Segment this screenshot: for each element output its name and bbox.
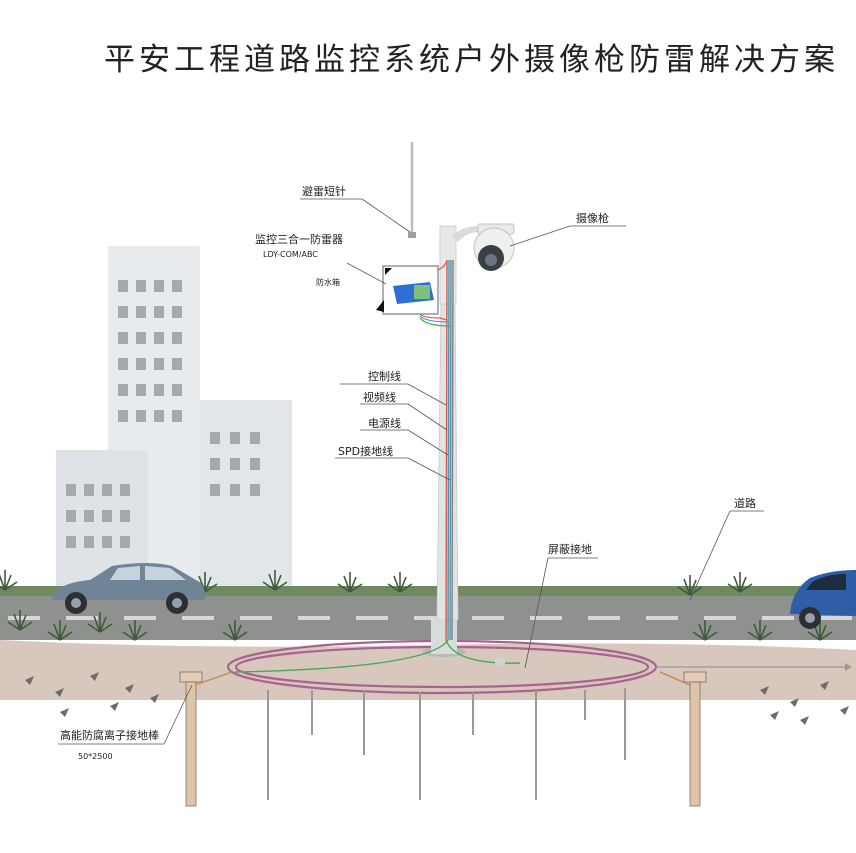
label-lightning-rod: 避雷短针 xyxy=(302,184,346,198)
surge-arrester-icon xyxy=(376,259,452,327)
ground-rod-icon xyxy=(683,671,707,807)
lightning-rod-icon xyxy=(408,142,416,238)
ground-rod-icon xyxy=(179,671,203,807)
label-waterproof-box: 防水箱 xyxy=(316,277,340,287)
label-ground-rod: 高能防腐离子接地棒 xyxy=(60,728,159,742)
grass xyxy=(0,570,833,641)
page-title: 平安工程道路监控系统户外摄像枪防雷解决方案 xyxy=(104,42,839,78)
label-spd-ground-line: SPD接地线 xyxy=(338,444,393,458)
dome-camera-icon xyxy=(473,223,515,271)
camera-pole xyxy=(234,225,521,673)
label-arrester-model: LDY-COM/ABC xyxy=(263,250,318,259)
road-surface xyxy=(0,586,856,700)
label-road: 道路 xyxy=(734,496,756,510)
label-power-line: 电源线 xyxy=(368,416,401,430)
car-icon xyxy=(52,563,206,614)
buildings xyxy=(56,246,292,586)
label-ground-rod-size: 50*2500 xyxy=(78,752,113,761)
label-shield-ground: 屏蔽接地 xyxy=(548,543,592,556)
label-camera: 摄像枪 xyxy=(576,211,609,225)
label-control-line: 控制线 xyxy=(368,369,401,383)
ground-rocks xyxy=(25,672,849,725)
leader-lines xyxy=(58,198,764,745)
car-icon xyxy=(790,570,856,629)
label-arrester: 监控三合一防雷器 xyxy=(255,232,343,246)
label-video-line: 视频线 xyxy=(363,390,396,404)
ring-rods xyxy=(267,688,626,800)
